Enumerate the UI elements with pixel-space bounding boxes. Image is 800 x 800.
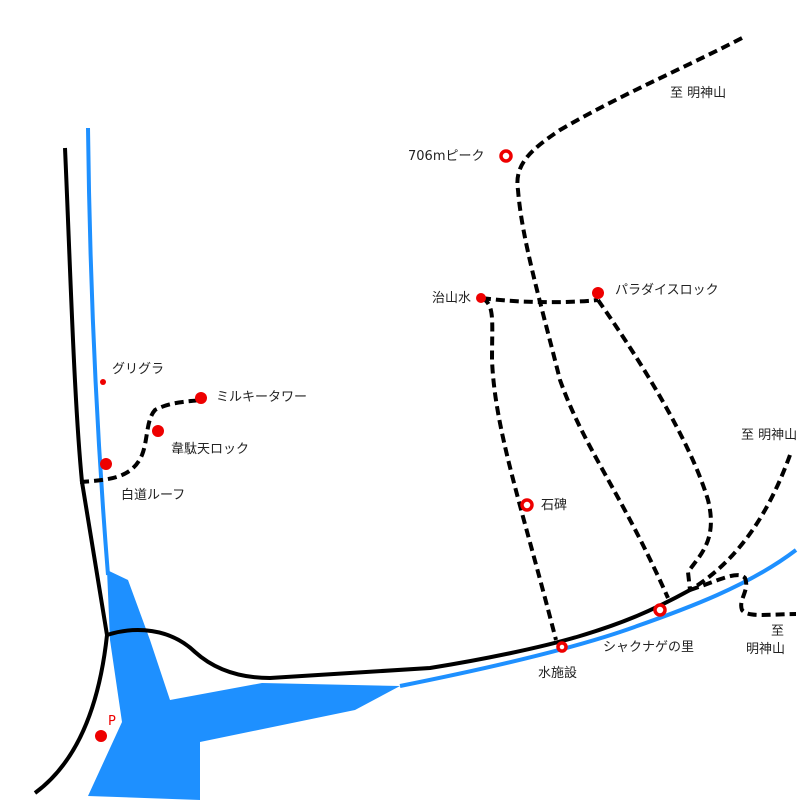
label-sekihi: 石碑: [541, 498, 568, 513]
trail-crag: [79, 398, 201, 484]
marker-peak706[interactable]: [499, 149, 513, 163]
river-line-lower: [399, 548, 798, 688]
marker-hakudo-roof[interactable]: [100, 458, 112, 470]
marker-jisansui[interactable]: [476, 293, 486, 303]
trail-to-myojin-bottom: [689, 573, 797, 617]
river-area: [88, 570, 400, 800]
label-suishisetsu: 水施設: [538, 666, 578, 681]
road-valley: [106, 588, 691, 681]
marker-sekihi[interactable]: [520, 498, 534, 512]
river-line-upper: [86, 127, 110, 576]
marker-suishisetsu[interactable]: [556, 641, 568, 653]
trail-to-myojin-right: [688, 454, 792, 592]
road-main: [33, 147, 110, 795]
marker-guriguri[interactable]: [100, 379, 106, 385]
trail-jisansui-water: [480, 296, 558, 641]
label-milky-tower: ミルキータワー: [216, 390, 308, 405]
marker-idaten-rock[interactable]: [152, 425, 164, 437]
marker-paradise-rock[interactable]: [592, 287, 604, 299]
marker-parking[interactable]: [95, 730, 107, 742]
label-hakudo-roof: 白道ルーフ: [121, 488, 186, 503]
marker-milky-tower[interactable]: [195, 392, 207, 404]
trail-paradise-down: [596, 298, 713, 591]
label-shakunage: シャクナゲの里: [603, 640, 695, 655]
label-paradise-rock: パラダイスロック: [615, 283, 719, 298]
label-to-myojin-top: 至 明神山: [670, 86, 727, 101]
trail-jisansui-paradise: [481, 296, 599, 305]
label-to-myojin-bottom-2: 明神山: [746, 642, 786, 657]
label-to-myojin-right: 至 明神山: [741, 428, 798, 443]
label-jisansui: 治山水: [432, 291, 472, 306]
label-parking: P: [108, 714, 116, 729]
trail-to-peak: [515, 36, 743, 599]
marker-shakunage[interactable]: [653, 603, 667, 617]
label-peak706: 706mピーク: [408, 149, 485, 164]
label-idaten-rock: 韋駄天ロック: [171, 442, 250, 457]
label-to-myojin-bottom-1: 至: [771, 624, 785, 639]
label-guriguri: グリグラ: [112, 362, 165, 377]
